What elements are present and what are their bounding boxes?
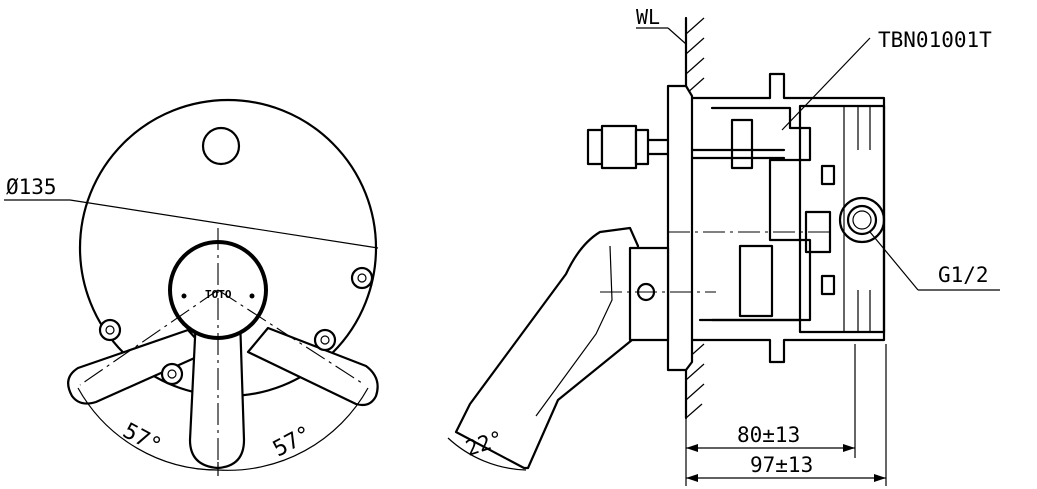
hub-dot-left (181, 293, 187, 299)
diameter-line (69, 199, 379, 249)
angle-right-label: 57° (269, 422, 316, 463)
dim-inner-label: 80±13 (737, 423, 800, 447)
inlet-port (838, 196, 886, 244)
right-centerline (217, 289, 366, 386)
side-view: WL (447, 5, 1000, 486)
thread-leader (869, 231, 919, 291)
part-number-leader (781, 37, 871, 131)
screw-lower-left (160, 362, 184, 386)
side-lever-contour (535, 245, 613, 417)
screw-bottom-left (98, 318, 122, 342)
dim-outer-label: 97±13 (750, 453, 813, 477)
wall-line-label: WL (636, 5, 660, 29)
port-slot-top (820, 164, 836, 186)
logo-text: TOTO (205, 288, 232, 301)
cartridge-block (730, 118, 754, 170)
thread-label: G1/2 (938, 263, 989, 287)
top-hole (201, 126, 241, 166)
dimension-lines (685, 344, 887, 486)
front-view: TOTO Ø135 57° 57° (4, 98, 379, 476)
lever-right-position (246, 326, 379, 407)
escutcheon-plate (666, 84, 694, 372)
housing-ribs (843, 106, 871, 332)
cartridge-profile (710, 106, 812, 322)
port-slot-bottom (820, 274, 836, 296)
lever-center (188, 316, 246, 470)
diameter-label: Ø135 (6, 175, 57, 199)
left-centerline (79, 289, 219, 386)
lower-cartridge (738, 244, 774, 318)
screw-right (350, 266, 374, 290)
wl-leader (667, 27, 687, 45)
lever-left-position (67, 328, 210, 405)
valve-body-outline (690, 72, 886, 364)
part-number-label: TBN01001T (878, 28, 992, 52)
screw-bottom-right (313, 328, 337, 352)
angle-left-label: 57° (119, 419, 166, 460)
front-stem (586, 124, 670, 170)
handle-angle-arc (447, 437, 527, 471)
hub-dot-right (249, 293, 255, 299)
